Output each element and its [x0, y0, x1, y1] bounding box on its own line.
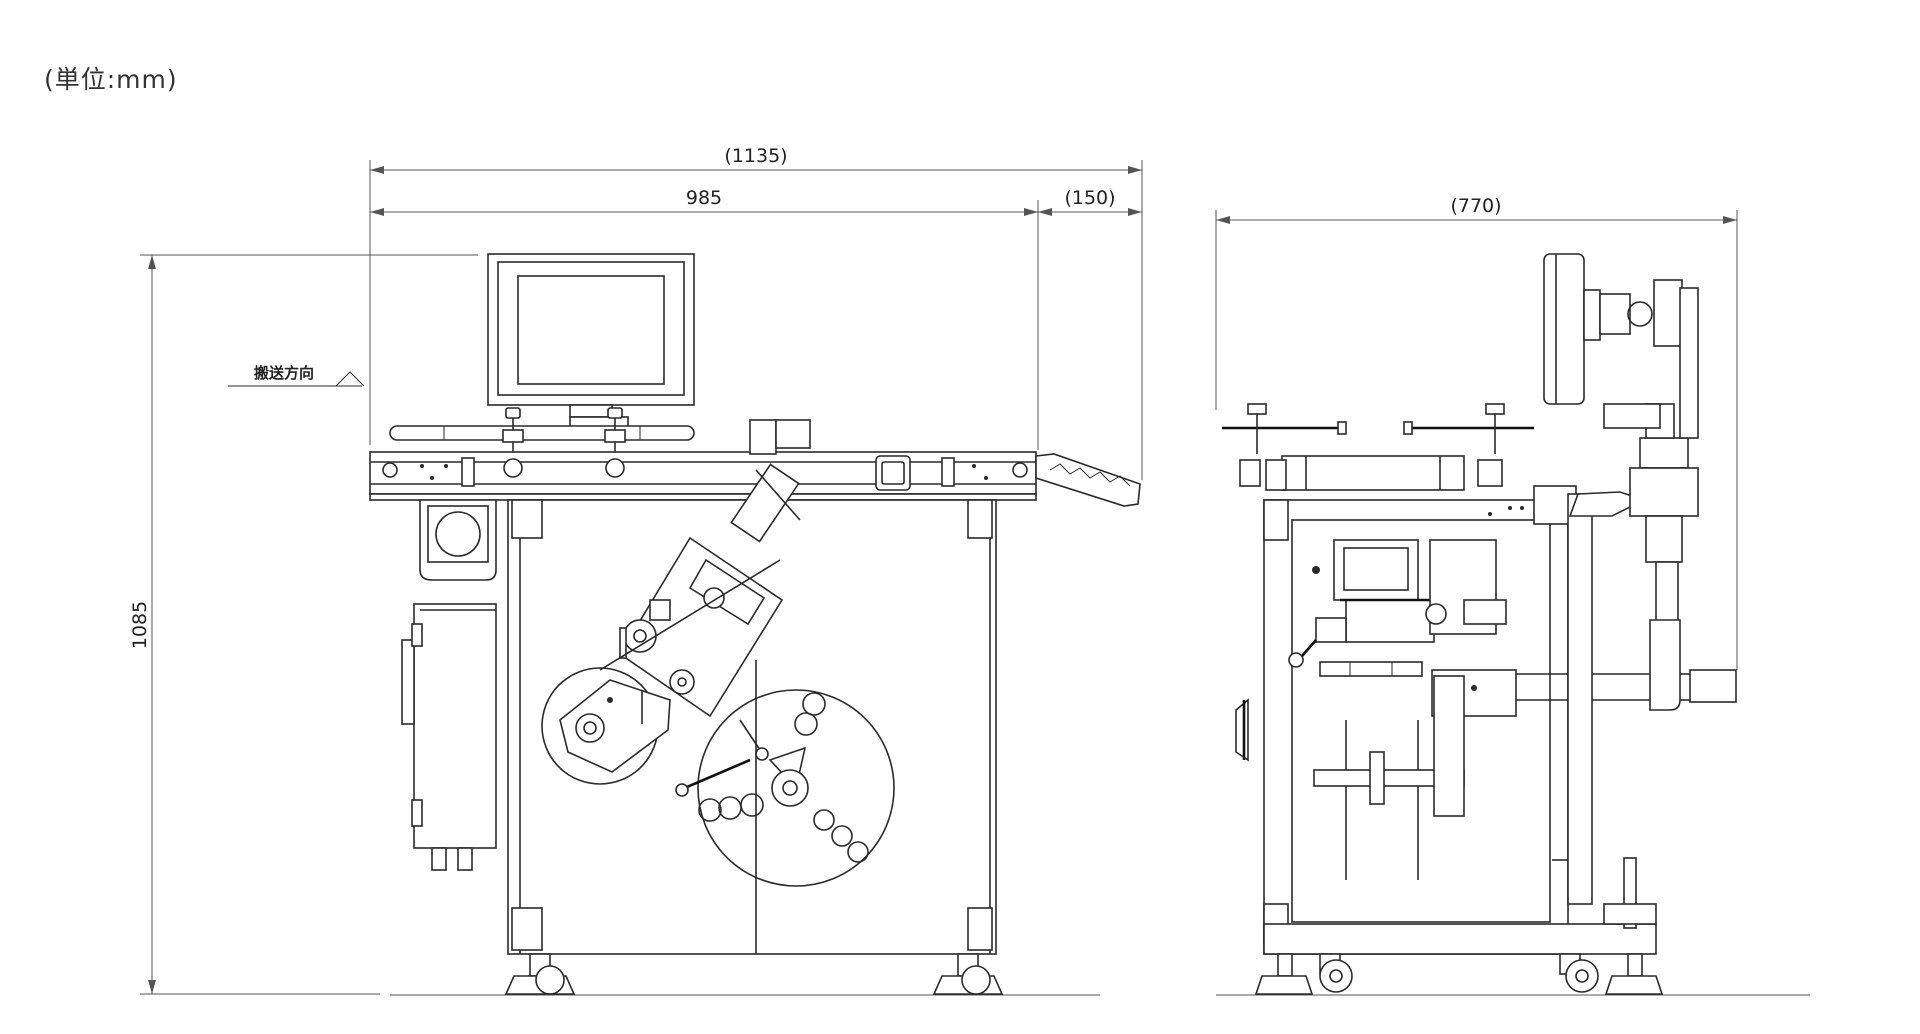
side-monitor: [1543, 253, 1699, 439]
dimension-conveyor-length-label: 985: [686, 187, 722, 209]
monitor: [487, 253, 695, 432]
side-post: [1567, 403, 1699, 905]
direction-label: 搬送方向: [254, 364, 314, 382]
dimension-conveyor-length: 985: [370, 187, 1039, 450]
side-base: [1263, 857, 1657, 955]
side-feet: [1254, 953, 1664, 995]
dimension-depth: (770): [1215, 195, 1738, 670]
side-roller: [1239, 455, 1503, 491]
fan-box: [419, 499, 497, 581]
side-handle-bar: [1222, 403, 1534, 454]
extension-chute: [1035, 453, 1141, 507]
dimension-height-label: 1085: [129, 601, 151, 649]
dimension-overall-length-label: (1135): [724, 145, 787, 167]
dimension-height: 1085: [129, 254, 478, 995]
dimension-extension-length-label: (150): [1064, 187, 1115, 209]
electrical-box: [401, 603, 497, 871]
conveyor: [369, 419, 1037, 501]
side-applicator: [1288, 539, 1507, 677]
supply-reel: [541, 667, 671, 785]
dimension-extension-length: (150): [1038, 187, 1142, 216]
direction-marker: 搬送方向: [228, 364, 365, 387]
side-view: [1216, 253, 1810, 996]
front-view: [369, 253, 1141, 996]
side-lower-reel: [1313, 675, 1465, 880]
unit-label: (単位:mm): [44, 65, 178, 94]
front-feet: [504, 953, 1004, 995]
labeling-head: [599, 463, 801, 718]
take-up-reel: [675, 689, 895, 887]
dimension-overall-length: (1135): [369, 145, 1143, 480]
dimension-depth-label: (770): [1450, 195, 1501, 217]
knob-left: [502, 407, 524, 470]
